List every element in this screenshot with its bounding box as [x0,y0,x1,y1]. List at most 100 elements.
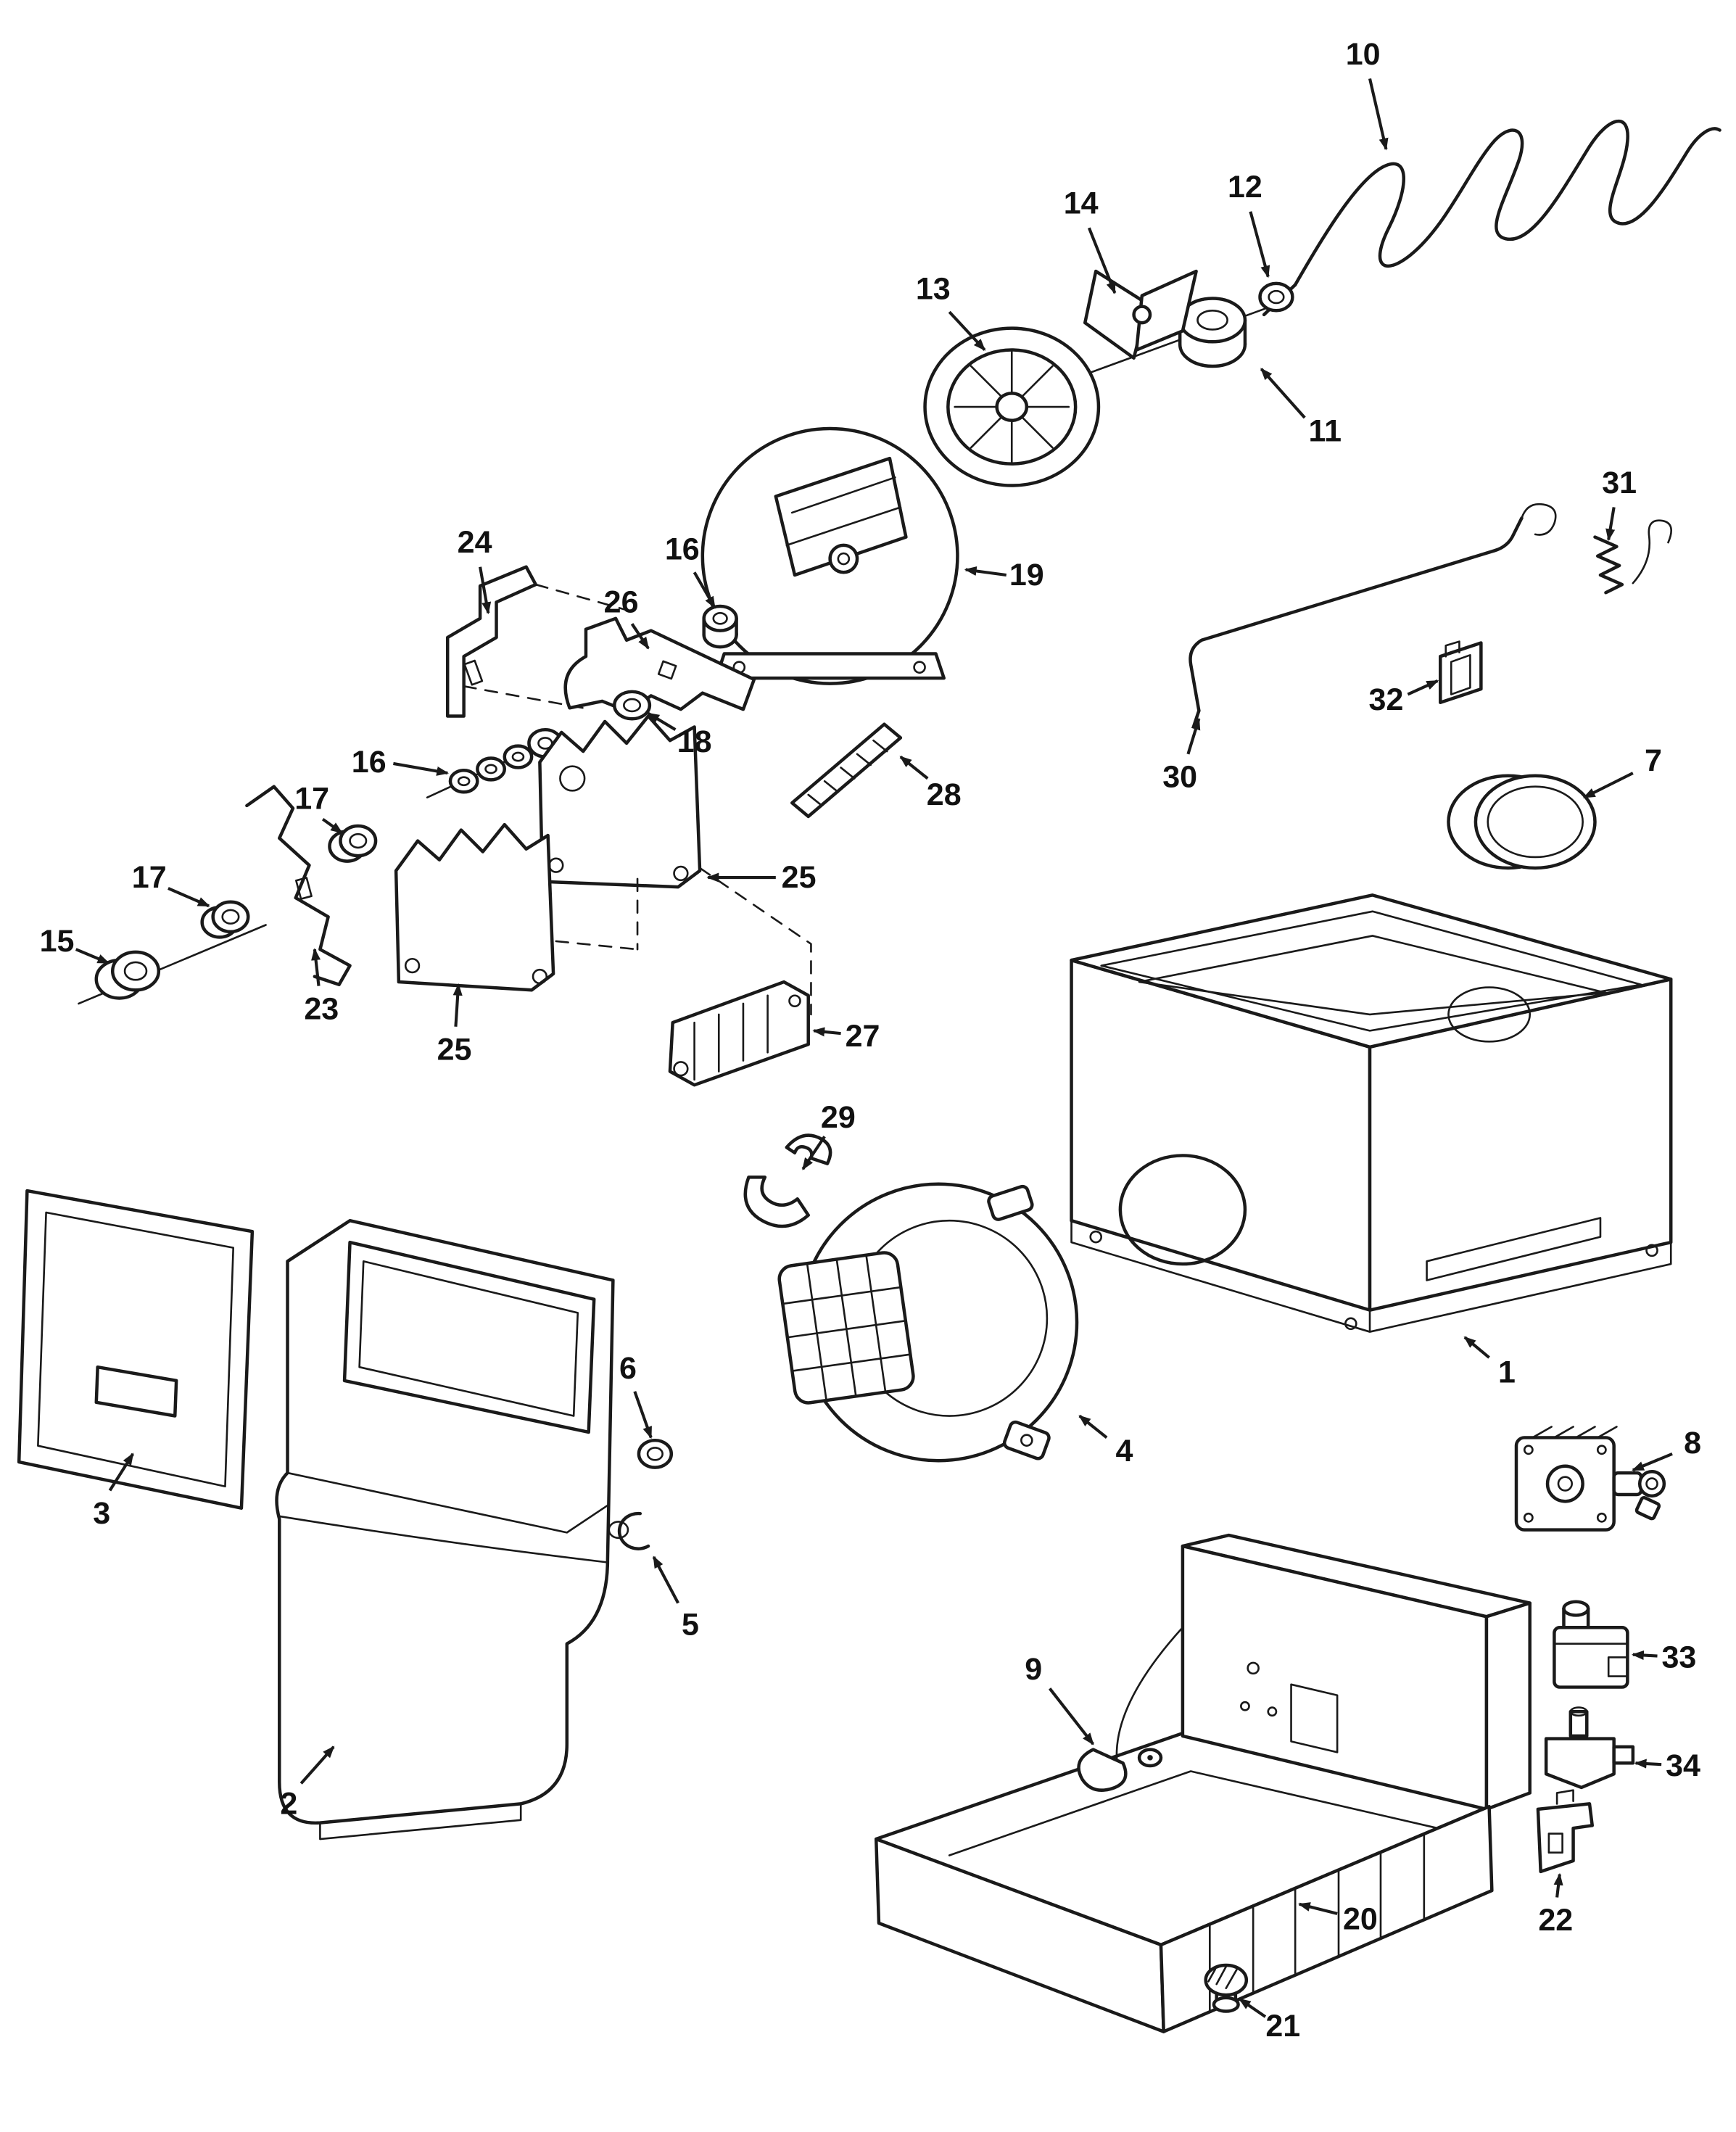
part-water-valve [1544,1706,1635,1790]
part-washer-17-upper [328,824,378,863]
callout-number: 16 [665,532,700,566]
callout-number: 16 [352,745,387,780]
callout-number: 14 [1064,186,1099,221]
callout-4: 4 [1078,1414,1133,1468]
callout-8: 8 [1632,1426,1701,1472]
part-fan-shroud [700,426,959,685]
part-nut-12 [1258,281,1294,313]
callout-25: 25 [706,860,817,895]
callout-6: 6 [619,1351,653,1439]
callout-arrow [1078,1414,1108,1439]
part-connector-rod [790,722,903,819]
callout-10: 10 [1346,37,1389,151]
part-plate-25-right [538,714,702,889]
part-auger-housing [777,1182,1079,1463]
part-grommet-screw [1204,1963,1249,2013]
callout-arrow [75,948,110,964]
callout-arrow [479,566,492,615]
callout-arrow [1368,78,1389,151]
callout-number: 20 [1343,1901,1378,1936]
callout-arrow [964,566,1007,577]
callout-arrow [1632,1452,1673,1472]
callout-number: 19 [1009,558,1044,592]
callout-arrow [801,1136,826,1170]
callout-number: 28 [927,777,962,812]
callout-arrow [1249,211,1270,278]
callout-34: 34 [1634,1748,1700,1783]
callout-25: 25 [437,983,472,1067]
callout-arrow [1260,368,1306,419]
callout-arrow [1238,1998,1267,2018]
callout-arrow [1634,1759,1662,1769]
part-support-tray [874,1533,1532,2033]
callout-arrow [633,1391,653,1439]
callout-number: 18 [677,724,712,759]
callout-24: 24 [458,525,492,615]
part-drive-wheel [923,326,1101,487]
callout-32: 32 [1369,679,1439,717]
part-collar-ring [1447,774,1597,870]
callout-number: 24 [458,525,492,560]
callout-27: 27 [812,1019,880,1054]
callout-18: 18 [647,711,712,759]
callout-22: 22 [1538,1872,1573,1938]
part-access-panel [17,1189,255,1510]
callout-arrow [647,711,677,731]
part-shutoff-piece [1077,1748,1163,1792]
part-solenoid [1553,1600,1629,1689]
callout-arrow [652,1555,679,1604]
callout-number: 6 [619,1351,637,1386]
part-washer-18 [613,690,652,721]
callout-arrow [168,887,210,908]
callout-5: 5 [652,1555,699,1643]
callout-number: 25 [437,1033,472,1067]
part-ice-bucket [1070,893,1673,1333]
callout-number: 34 [1666,1748,1700,1783]
callout-number: 11 [1309,414,1342,449]
callout-arrow [1582,772,1634,799]
callout-number: 1 [1498,1355,1516,1390]
callout-number: 17 [132,860,167,895]
callout-arrow [1186,717,1201,755]
part-bracket-23 [245,785,352,987]
callout-number: 13 [916,271,951,306]
part-plate-25-left [394,822,555,992]
callout-number: 23 [304,991,339,1026]
part-ice-bin [275,1218,615,1840]
callout-arrow [1631,1650,1658,1661]
callout-20: 20 [1297,1901,1378,1936]
part-bearing-cup [1178,297,1247,368]
part-fill-tube-coil [1262,119,1721,317]
callout-number: 2 [280,1786,297,1821]
part-drive-motor [1514,1426,1666,1532]
callout-arrow [393,761,450,776]
callout-number: 26 [604,584,639,619]
callout-11: 11 [1260,368,1342,449]
callout-17: 17 [294,782,343,834]
part-washer-6 [637,1438,674,1469]
part-retainer-clip [1439,640,1483,705]
callout-17: 17 [132,860,210,908]
callout-3: 3 [93,1453,135,1531]
callout-arrow [311,948,321,986]
callout-33: 33 [1631,1640,1696,1674]
callout-number: 32 [1369,682,1404,717]
callout-number: 9 [1025,1652,1042,1687]
callout-number: 3 [93,1496,110,1531]
part-bracket-26 [563,616,756,714]
callout-arrow [948,310,986,351]
callout-number: 31 [1602,466,1637,500]
callout-arrow [1049,1687,1095,1745]
callout-arrow [299,1745,335,1785]
callout-number: 4 [1116,1434,1133,1468]
callout-arrow [1297,1902,1338,1915]
part-slide-block [555,867,812,1087]
part-spring [1593,519,1672,595]
part-bracket-24 [445,565,639,718]
callout-number: 12 [1228,170,1262,204]
part-nut-15 [78,924,267,1005]
callout-arrow [452,983,463,1027]
callout-number: 29 [821,1100,856,1135]
